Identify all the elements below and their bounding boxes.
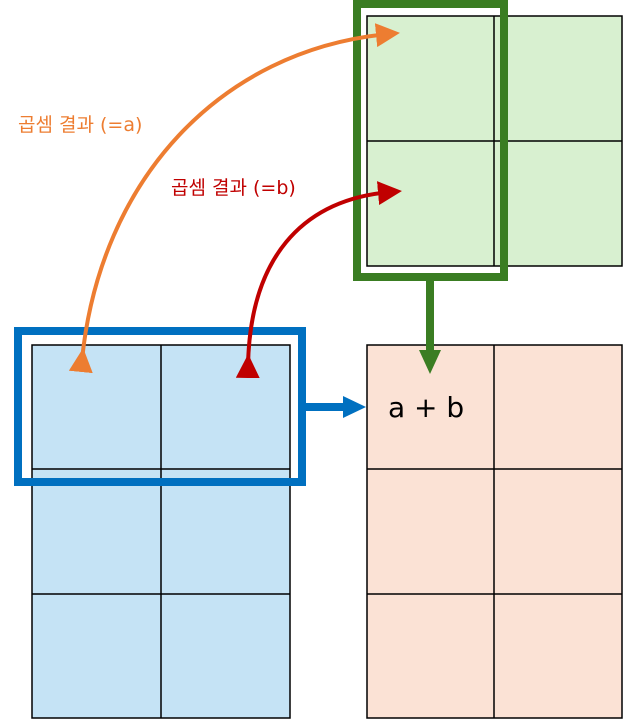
- green-arrow: [419, 277, 441, 374]
- arrow-b-curve: [235, 181, 402, 379]
- left-matrix: [31, 344, 291, 719]
- arrow-a-curve: [68, 23, 400, 374]
- top-right-matrix: [366, 15, 623, 267]
- blue-arrow: [302, 396, 366, 418]
- label-mult-a: 곱셈 결과 (=a): [18, 114, 142, 136]
- result-matrix: [366, 344, 623, 719]
- label-mult-b: 곱셈 결과 (=b): [171, 177, 296, 199]
- label-sum: a + b: [388, 391, 464, 424]
